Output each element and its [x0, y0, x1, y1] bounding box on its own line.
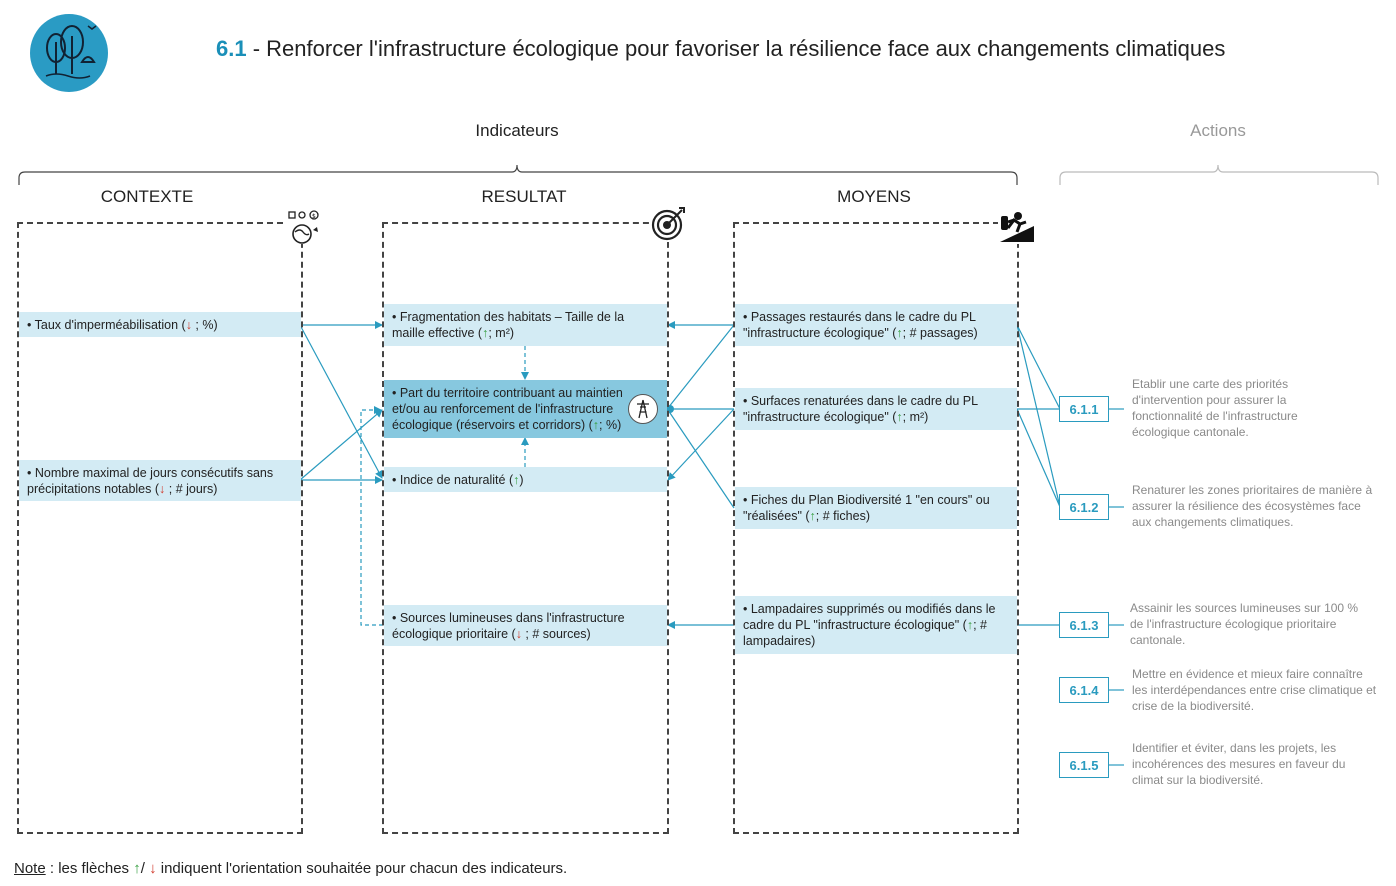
contexte-indicator-1: • Taux d'imperméabilisation (↓ ; %): [19, 312, 301, 337]
contexte-header: CONTEXTE: [100, 187, 194, 206]
resultat-indicator-2: • Part du territoire contribuant au main…: [384, 380, 667, 438]
arrow-ctx1-res3: [299, 324, 383, 479]
actions-brace: [1059, 164, 1379, 185]
target-icon: [650, 206, 686, 242]
contexte-column: [17, 222, 303, 834]
contexte-indicator-2: • Nombre maximal de jours consécutifs sa…: [19, 460, 301, 501]
objective-number: 6.1: [216, 36, 247, 61]
arrow-moy1-res2: [667, 324, 735, 409]
action-6-1-4-button[interactable]: 6.1.4: [1059, 677, 1109, 703]
up-arrow-icon: ↑: [966, 618, 974, 632]
resultat-indicator-3: • Indice de naturalité (↑): [384, 467, 667, 492]
svg-text:$: $: [312, 213, 316, 220]
up-arrow-icon: ↑: [482, 326, 489, 340]
action-6-1-4-description: Mettre en évidence et mieux faire connaî…: [1132, 667, 1377, 713]
page-title: 6.1 - Renforcer l'infrastructure écologi…: [216, 36, 1225, 62]
up-arrow-icon: ↑: [513, 472, 520, 487]
action-6-1-5-description: Identifier et éviter, dans les projets, …: [1132, 741, 1346, 787]
action-6-1-3-button[interactable]: 6.1.3: [1059, 612, 1109, 638]
moyens-indicator-4: • Lampadaires supprimés ou modifiés dans…: [735, 596, 1017, 654]
down-arrow-icon: ↓: [149, 860, 157, 877]
globe-environment-icon: $: [285, 208, 321, 244]
title-separator: -: [246, 36, 267, 61]
indicateurs-header: Indicateurs: [475, 121, 559, 140]
objective-title: Renforcer l'infrastructure écologique po…: [266, 36, 1226, 61]
action-6-1-3-description: Assainir les sources lumineuses sur 100 …: [1130, 601, 1359, 647]
moyens-indicator-2: • Surfaces renaturées dans le cadre du P…: [735, 388, 1017, 430]
arrow-moy2-res3: [667, 408, 735, 481]
action-6-1-2-button[interactable]: 6.1.2: [1059, 494, 1109, 520]
moyens-header: MOYENS: [837, 187, 911, 206]
up-arrow-icon: ↑: [896, 410, 903, 424]
moyens-column: [733, 222, 1019, 834]
action-6-1-2-description: Renaturer les zones prioritaires de mani…: [1132, 483, 1373, 529]
action-6-1-1-description: Etablir une carte des priorités d'interv…: [1132, 377, 1298, 439]
down-arrow-icon: ↓: [159, 481, 166, 496]
moyens-indicator-3: • Fiches du Plan Biodiversité 1 "en cour…: [735, 487, 1017, 529]
indicateurs-brace: [18, 164, 1018, 185]
resultat-indicator-4: • Sources lumineuses dans l'infrastructu…: [384, 605, 667, 646]
down-arrow-icon: ↓: [515, 626, 522, 641]
logo: [28, 12, 110, 94]
footnote: Note : les flèches ↑/ ↓ indiquent l'orie…: [14, 860, 568, 877]
pylon-icon: [628, 394, 658, 424]
up-arrow-icon: ↑: [809, 509, 816, 523]
note-label: Note: [14, 860, 46, 877]
climber-icon: [998, 208, 1036, 244]
trees-landscape-logo-icon: [30, 14, 108, 92]
down-arrow-icon: ↓: [185, 317, 192, 332]
up-arrow-icon: ↑: [896, 326, 903, 340]
resultat-indicator-1: • Fragmentation des habitats – Taille de…: [384, 304, 667, 346]
actions-header: Actions: [1190, 121, 1246, 140]
arrow-moy3-res2: [667, 409, 735, 509]
moyens-indicator-1: • Passages restaurés dans le cadre du PL…: [735, 304, 1017, 346]
dashed-res4-res2: [360, 406, 383, 626]
up-arrow-icon: ↑: [592, 418, 600, 432]
resultat-header: RESULTAT: [481, 187, 567, 206]
arrow-ctx2-res2: [299, 409, 383, 481]
up-arrow-icon: ↑: [133, 860, 141, 877]
action-6-1-5-button[interactable]: 6.1.5: [1059, 752, 1109, 778]
resultat-column: [382, 222, 669, 834]
action-6-1-1-button[interactable]: 6.1.1: [1059, 396, 1109, 422]
